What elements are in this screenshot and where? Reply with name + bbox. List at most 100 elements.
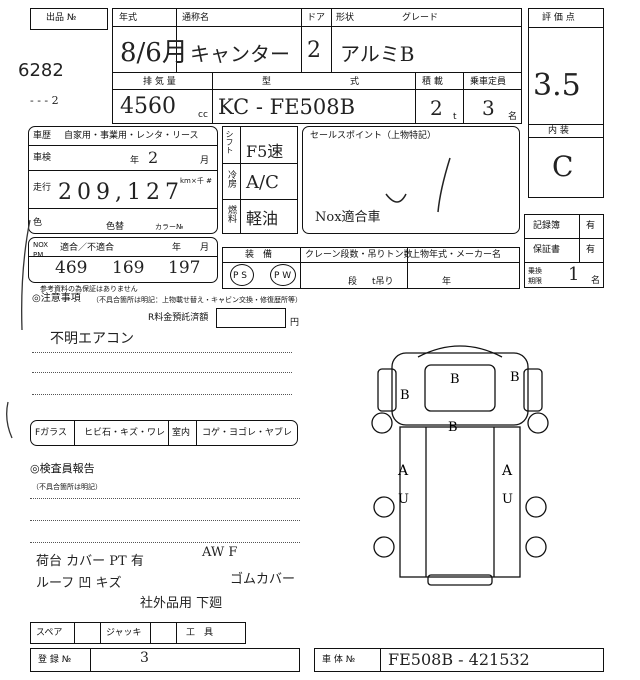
formula-label: 式 [350, 77, 360, 87]
nox-label: NOX PM [33, 241, 49, 259]
nox-box [28, 237, 218, 283]
right-door [523, 368, 543, 412]
sales-point-value: Nox適合車 [315, 210, 381, 225]
mark-b-3: B [510, 370, 520, 385]
mark-a-2: A [501, 463, 513, 479]
registration-label: 登 録 № [38, 655, 72, 665]
displacement-value: 4560 [120, 94, 176, 119]
truck-diagram: B B B B A A U U [371, 345, 549, 586]
records-box [524, 214, 604, 288]
owner-value: 1 [568, 264, 580, 285]
capacity-value: 3 [482, 96, 495, 120]
pw-badge [270, 264, 296, 286]
chassis-box [314, 648, 604, 672]
shape-label: 形状 [336, 13, 355, 23]
usage-options: 自家用・事業用・レンタ・リース [64, 131, 199, 141]
door-label: ドア [307, 13, 326, 23]
left-door [377, 368, 397, 412]
aircon-value: A/C [246, 172, 279, 193]
sales-point-box [302, 126, 520, 234]
lot-label: 出品 № [46, 13, 77, 23]
warranty-value: 有 [586, 245, 596, 255]
inspection-month-unit: 月 [200, 156, 210, 166]
crane-ton-unit: t吊り [372, 277, 394, 287]
cc-unit: cc [198, 110, 208, 120]
record-book-value: 有 [586, 221, 596, 231]
chassis-value: FE508B - 421532 [388, 650, 530, 669]
load-value: 2 [430, 96, 443, 120]
persons-unit: 名 [508, 112, 518, 122]
vehicle-box [28, 126, 218, 234]
year-label: 年式 [119, 13, 138, 23]
crane-steps-unit: 段 [348, 277, 358, 287]
rear-left-wheel [373, 496, 395, 518]
pw-label: P W [274, 271, 292, 281]
mileage-unit: km [180, 177, 191, 185]
ps-badge [230, 264, 254, 286]
interior-rating-value: C [552, 150, 574, 183]
rating-box [528, 8, 604, 198]
warranty-label: 保証書 [533, 245, 561, 255]
crane-label: クレーン段数・吊りトン数 [305, 250, 413, 260]
inspection-year-unit: 年 [130, 156, 140, 166]
nox-value-3: 197 [168, 258, 201, 278]
windshield [424, 364, 496, 412]
margin-strokes [6, 219, 31, 439]
lot-box [30, 8, 108, 30]
mark-b-4: B [448, 420, 458, 435]
color-change-label: 色替 [106, 222, 125, 232]
fuel-label: 燃料 [226, 205, 236, 223]
recycle-label: R料金預託済額 [148, 313, 209, 323]
equip-label: 装 備 [245, 250, 273, 260]
rear-left-wheel-2 [373, 536, 395, 558]
glass-interior-label: 室内 [172, 428, 191, 438]
owner-label: 乗換期限 [528, 267, 542, 285]
record-book-label: 記録簿 [533, 221, 561, 231]
spare-label: スペア [36, 628, 63, 638]
mark-u-2: U [502, 492, 513, 507]
header-box [112, 8, 522, 124]
corner-note: - - - 2 [30, 94, 59, 107]
interior-rating-label: 内 装 [548, 126, 569, 136]
rear-right-wheel [525, 496, 547, 518]
equipment-box [222, 247, 520, 289]
rear-right-wheel-2 [525, 536, 547, 558]
registration-box [30, 648, 300, 672]
shift-label: シフト [225, 130, 234, 154]
body-year-unit: 年 [442, 277, 452, 287]
mark-u-1: U [398, 492, 409, 507]
year-value: 8/6月 [120, 38, 188, 68]
spec-box [222, 126, 298, 234]
inspector-line-2: AW F [202, 545, 238, 560]
front-left-wheel [371, 412, 393, 434]
name-label: 通称名 [182, 13, 210, 23]
spare-box [30, 622, 246, 644]
chassis-label: 車 体 № [322, 655, 356, 665]
lot-number: 6282 [18, 60, 64, 81]
nox-month-label: 月 [200, 243, 210, 253]
registration-value: 3 [140, 650, 149, 666]
inspector-line-3: ルーフ 凹 キズ [36, 576, 122, 591]
caution-sub: （不具合箇所は明記：上物載せ替え・キャビン交換・修復歴所等） [92, 296, 302, 304]
model-label: 型 [262, 77, 272, 87]
inspector-report-sub: （不具合箇所は明記） [32, 483, 102, 491]
cab-roof [417, 345, 503, 358]
cab-outline [391, 352, 529, 426]
aircon-label: 冷房 [226, 170, 236, 188]
caution-value: 不明エアコン [50, 331, 134, 347]
usage-label: 車歴 [33, 131, 52, 141]
inspector-line-1: 荷台 カバー PT 有 [36, 554, 144, 569]
caution-label: ◎注意事項 [32, 293, 81, 304]
dirt-label: コゲ・ヨゴレ・ヤブレ [202, 428, 293, 438]
glass-box [30, 420, 298, 446]
load-label: 積 載 [422, 77, 443, 87]
color-label: 色 [33, 218, 43, 228]
mark-a-1: A [397, 463, 409, 479]
inspector-line-4: ゴムカバー [230, 572, 296, 587]
yen-unit: 円 [290, 318, 300, 328]
f-glass-label: Fガラス [35, 428, 67, 438]
inspection-value: 2 [148, 148, 159, 167]
grade-label: グレード [402, 13, 439, 23]
displacement-label: 排 気 量 [143, 77, 176, 87]
mileage-option: ×千 # [191, 177, 212, 185]
